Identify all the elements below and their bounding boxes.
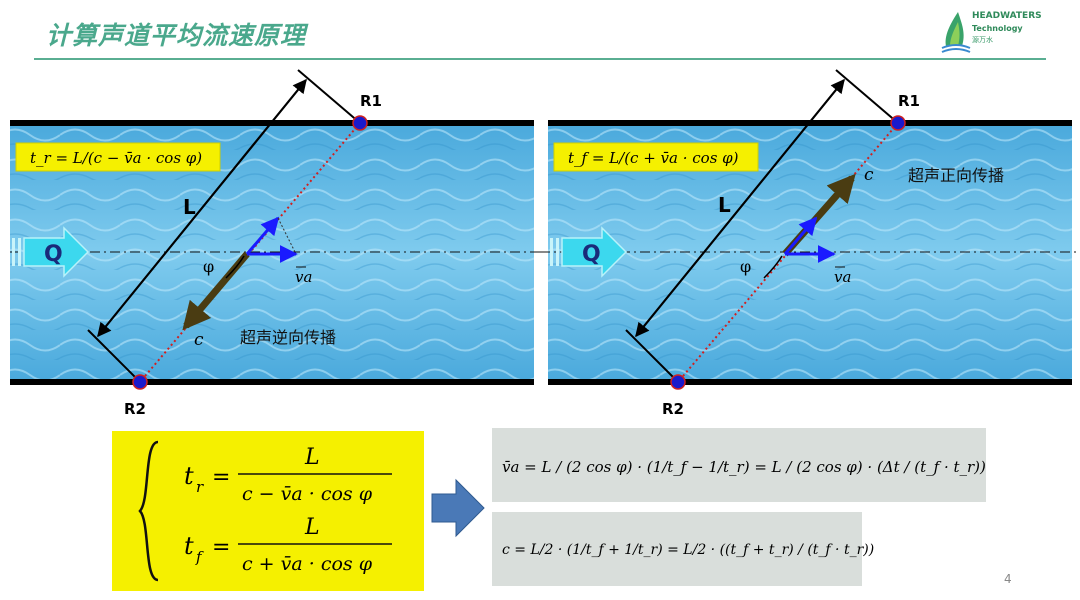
result1-formula: v̄a = L / (2 cos φ) · (1/t_f − 1/t_r) = … bbox=[502, 458, 986, 476]
right-r2-label: R2 bbox=[662, 400, 684, 418]
right-component-vector bbox=[783, 216, 818, 255]
right-c-label: c bbox=[864, 165, 874, 185]
left-phi-arc bbox=[225, 255, 245, 279]
tr-denominator: c − v̄a · cos φ bbox=[242, 483, 373, 505]
left-dim-line-down bbox=[97, 79, 307, 338]
left-component-vector bbox=[245, 216, 280, 255]
title-divider bbox=[34, 58, 1046, 60]
left-va-label: va bbox=[295, 268, 312, 286]
logo-sub-text: Technology bbox=[972, 24, 1023, 33]
left-pipe-panel: Q t_r = L/(c − v̄a · cos φ) L c va φ 超声逆… bbox=[10, 69, 540, 418]
left-acoustic-path bbox=[139, 122, 361, 383]
tr-lhs: t bbox=[184, 462, 194, 490]
right-pipe-bottom-wall bbox=[548, 379, 1072, 385]
result2-formula: c = L/2 · (1/t_f + 1/t_r) = L/2 · ((t_f … bbox=[502, 542, 874, 558]
left-c-label: c bbox=[194, 330, 204, 350]
left-phi-label: φ bbox=[203, 257, 214, 276]
headwaters-logo bbox=[941, 12, 971, 53]
right-acoustic-path bbox=[677, 122, 899, 383]
curly-brace bbox=[138, 440, 159, 582]
page-title: 计算声道平均流速原理 bbox=[46, 21, 307, 50]
left-r2-label: R2 bbox=[124, 400, 146, 418]
right-q-flow-arrow bbox=[550, 226, 628, 278]
right-q-label: Q bbox=[582, 242, 601, 267]
left-r2-transducer bbox=[132, 374, 148, 390]
left-q-label: Q bbox=[44, 242, 63, 267]
left-q-flow-arrow bbox=[12, 226, 90, 278]
right-phi-arc bbox=[763, 255, 783, 279]
left-formula: t_r = L/(c − v̄a · cos φ) bbox=[30, 149, 202, 167]
left-ext-line-bottom bbox=[87, 329, 141, 383]
result2-box bbox=[492, 512, 862, 586]
left-ext-line-top bbox=[297, 69, 361, 124]
right-va-label: va bbox=[834, 268, 851, 286]
equation-system-box: t r = L c − v̄a · cos φ t f = L c + v̄a … bbox=[112, 431, 424, 591]
tr-sub: r bbox=[196, 478, 204, 496]
left-L-label: L bbox=[183, 195, 196, 219]
right-phi-label: φ bbox=[740, 257, 751, 276]
svg-text:=: = bbox=[212, 465, 230, 490]
logo-cn-text: 源万水 bbox=[972, 36, 993, 44]
left-formula-box bbox=[15, 142, 221, 172]
right-formula-box bbox=[553, 142, 759, 172]
system-box-bg bbox=[112, 431, 424, 591]
right-r1-transducer bbox=[890, 115, 906, 131]
right-caption: 超声正向传播 bbox=[908, 166, 1004, 185]
right-formula: t_f = L/(c + v̄a · cos φ) bbox=[568, 149, 739, 167]
result1-box bbox=[492, 428, 986, 502]
derivation-arrow bbox=[431, 478, 485, 538]
svg-text:=: = bbox=[212, 535, 230, 560]
right-r2-transducer bbox=[670, 374, 686, 390]
tf-sub: f bbox=[195, 548, 204, 566]
left-pipe-bottom-wall bbox=[10, 379, 534, 385]
left-r1-label: R1 bbox=[360, 92, 382, 110]
left-r1-transducer bbox=[352, 115, 368, 131]
tf-lhs: t bbox=[184, 532, 194, 560]
logo-brand-text: HEADWATERS bbox=[972, 11, 1042, 21]
tr-numerator: L bbox=[304, 445, 320, 470]
tf-denominator: c + v̄a · cos φ bbox=[242, 553, 373, 575]
tf-numerator: L bbox=[304, 515, 320, 540]
right-pipe-panel: Q t_f = L/(c + v̄a · cos φ) L c va φ 超声正… bbox=[540, 69, 1076, 418]
left-caption: 超声逆向传播 bbox=[240, 328, 336, 347]
right-ext-line-top bbox=[835, 69, 899, 124]
right-L-label: L bbox=[718, 193, 731, 217]
right-dim-line-down bbox=[635, 79, 845, 338]
right-ext-line-bottom bbox=[625, 329, 679, 383]
right-r1-label: R1 bbox=[898, 92, 920, 110]
page-number: 4 bbox=[1004, 572, 1012, 586]
